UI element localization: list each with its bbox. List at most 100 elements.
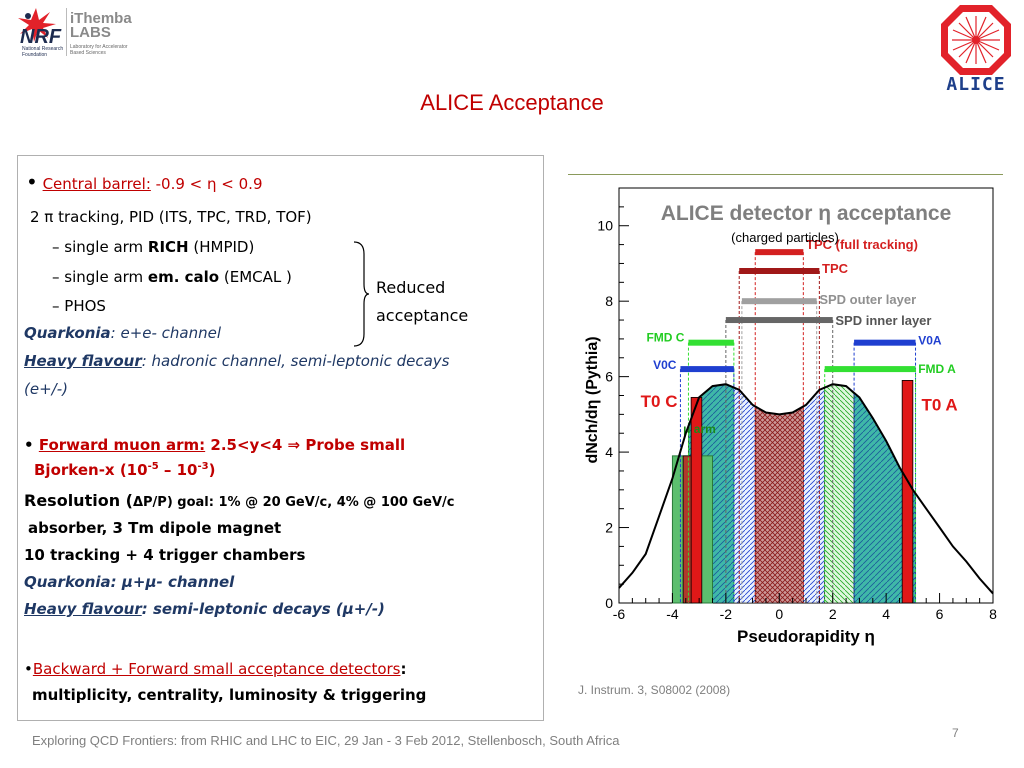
small-detectors-colon: : bbox=[400, 660, 407, 678]
detector-bar bbox=[725, 317, 833, 324]
y-axis-label: dNch/dη (Pythia) bbox=[584, 336, 601, 463]
detector-label: V0A bbox=[918, 334, 942, 348]
small-detectors-text: multiplicity, centrality, luminosity & t… bbox=[32, 686, 427, 704]
x-tick-label: -6 bbox=[613, 606, 626, 622]
quarkonia-text: : e+e- channel bbox=[110, 324, 222, 342]
central-quarkonia-line: Quarkonia: e+e- channel bbox=[24, 324, 221, 342]
acceptance-chart: TPC (full tracking) TPC SPD outer layerSPD… bbox=[584, 187, 997, 646]
central-barrel-range: -0.9 < η < 0.9 bbox=[150, 175, 263, 193]
x-tick-label: 4 bbox=[882, 606, 890, 622]
forward-heavy-line: Heavy flavour: semi-leptonic decays (μ+/… bbox=[24, 600, 385, 618]
bjorken-sup2: -3 bbox=[197, 461, 209, 472]
detector-label: SPD inner layer bbox=[835, 313, 931, 328]
detector-bar bbox=[741, 298, 817, 305]
t0c-bar bbox=[690, 396, 703, 604]
t0a-bar bbox=[901, 380, 914, 604]
nrf-logo-text: NRF bbox=[20, 26, 62, 48]
forward-quarkonia-line: Quarkonia: μ+μ- channel bbox=[24, 573, 234, 591]
tracking-line: 2 π tracking, PID (ITS, TPC, TRD, TOF) bbox=[30, 208, 312, 226]
emcal-bold: em. calo bbox=[147, 268, 220, 286]
x-axis-label: Pseudorapidity η bbox=[737, 627, 875, 646]
absorber-line: absorber, 3 Tm dipole magnet bbox=[28, 519, 282, 537]
detector-bar bbox=[688, 339, 734, 346]
detector-label: SPD outer layer bbox=[819, 292, 916, 307]
heavy-flavour-text: : semi-leptonic decays (μ+/-) bbox=[141, 600, 385, 618]
heavy-flavour-label: Heavy flavour bbox=[24, 600, 142, 618]
bjorken-suffix: ) bbox=[208, 461, 216, 479]
x-tick-label: -4 bbox=[666, 606, 679, 622]
rich-prefix: – single arm bbox=[52, 238, 148, 256]
y-tick-label: 4 bbox=[605, 444, 613, 460]
central-barrel-label: Central barrel: bbox=[42, 175, 151, 193]
reduced-acceptance-brace bbox=[353, 241, 370, 347]
x-tick-label: 2 bbox=[829, 606, 837, 622]
alice-logo: ALICE bbox=[938, 2, 1014, 95]
detector-bar bbox=[824, 366, 916, 373]
central-heavy-line-2: (e+/-) bbox=[24, 380, 68, 398]
x-tick-label: 8 bbox=[989, 606, 997, 622]
logo-divider bbox=[66, 8, 67, 56]
small-detectors-label: Backward + Forward small acceptance dete… bbox=[32, 660, 401, 678]
rich-line: – single arm RICH (HMPID) bbox=[52, 238, 254, 256]
emcal-prefix: – single arm bbox=[52, 268, 148, 286]
bullet: • bbox=[24, 436, 34, 454]
small-detectors-line: •Backward + Forward small acceptance det… bbox=[24, 660, 406, 678]
citation: J. Instrum. 3, S08002 (2008) bbox=[578, 683, 731, 697]
chambers-line: 10 tracking + 4 trigger chambers bbox=[24, 546, 306, 564]
resolution-prefix: Resolution ( bbox=[24, 491, 133, 510]
detector-label: TPC bbox=[822, 261, 849, 276]
detector-bar bbox=[854, 339, 916, 346]
y-tick-label: 0 bbox=[605, 595, 613, 611]
quarkonia-label: Quarkonia bbox=[24, 324, 111, 342]
forward-muon-line: • Forward muon arm: 2.5<y<4 ⇒ Probe smal… bbox=[24, 436, 405, 454]
detector-label: FMD A bbox=[918, 362, 956, 376]
detector-label: TPC (full tracking) bbox=[806, 237, 918, 252]
ithemba-logo-text: iThemba LABS bbox=[70, 10, 132, 41]
dndeta-curve bbox=[618, 383, 994, 595]
y-tick-label: 2 bbox=[605, 520, 613, 536]
emcal-line: – single arm em. calo (EMCAL ) bbox=[52, 268, 292, 286]
x-tick-label: -2 bbox=[720, 606, 733, 622]
phos-line: – PHOS bbox=[52, 297, 106, 315]
bjorken-sup1: -5 bbox=[147, 461, 159, 472]
chart-title: ALICE detector η acceptance bbox=[661, 202, 952, 225]
detector-bars: TPC (full tracking) TPC SPD outer layerSPD… bbox=[641, 237, 958, 603]
chart-subtitle: (charged particles) bbox=[731, 230, 839, 245]
resolution-line: Resolution (ΔP/P) goal: 1% @ 20 GeV/c, 4… bbox=[24, 491, 454, 510]
resolution-text: ΔP/P) goal: 1% @ 20 GeV/c, 4% @ 100 GeV/… bbox=[132, 495, 455, 510]
heavy-flavour-label: Heavy flavour bbox=[24, 352, 142, 370]
nrf-star-icon bbox=[18, 8, 56, 42]
bullet: • bbox=[26, 170, 38, 194]
y-tick-label: 8 bbox=[605, 293, 613, 309]
x-tick-label: 0 bbox=[775, 606, 783, 622]
y-tick-label: 10 bbox=[597, 218, 613, 234]
content-text-box: • Central barrel: -0.9 < η < 0.9 2 π tra… bbox=[17, 155, 544, 721]
detector-label: V0C bbox=[653, 358, 677, 372]
bjorken-line: Bjorken-x (10-5 – 10-3) bbox=[34, 461, 215, 479]
detector-bar bbox=[755, 249, 804, 256]
ithemba-logo-subtext: Laboratory for Accelerator Based Science… bbox=[70, 44, 128, 56]
bjorken-mid: – 10 bbox=[158, 461, 198, 479]
region-label: μ arm bbox=[683, 422, 716, 436]
forward-muon-label: Forward muon arm: bbox=[38, 436, 206, 454]
y-tick-label: 6 bbox=[605, 369, 613, 385]
axis-ticks: -6 -4 -2 0 2 4 6 8 0 2 4 6 8 10 bbox=[597, 206, 997, 622]
alice-logo-text: ALICE bbox=[946, 74, 1006, 95]
emcal-suffix: (EMCAL ) bbox=[219, 268, 292, 286]
detector-bar bbox=[739, 268, 820, 274]
detector-bar bbox=[680, 366, 734, 373]
region-label: T0 A bbox=[921, 396, 957, 415]
nrf-logo-subtext: National Research Foundation bbox=[22, 46, 64, 58]
detector-label: FMD C bbox=[646, 331, 684, 345]
central-barrel-line: • Central barrel: -0.9 < η < 0.9 bbox=[26, 170, 262, 194]
nrf-ithemba-logo: NRF National Research Foundation iThemba… bbox=[6, 4, 146, 60]
slide-footer: Exploring QCD Frontiers: from RHIC and L… bbox=[32, 733, 620, 748]
bullet: • bbox=[24, 660, 33, 678]
rich-suffix: (HMPID) bbox=[188, 238, 255, 256]
slide-title: ALICE Acceptance bbox=[420, 90, 604, 115]
rich-bold: RICH bbox=[147, 238, 189, 256]
region-label: T0 C bbox=[641, 392, 678, 411]
x-tick-label: 6 bbox=[936, 606, 944, 622]
heavy-flavour-text: : hadronic channel, semi-leptonic decays bbox=[141, 352, 450, 370]
quarkonia-text: μ+μ- channel bbox=[121, 573, 235, 591]
